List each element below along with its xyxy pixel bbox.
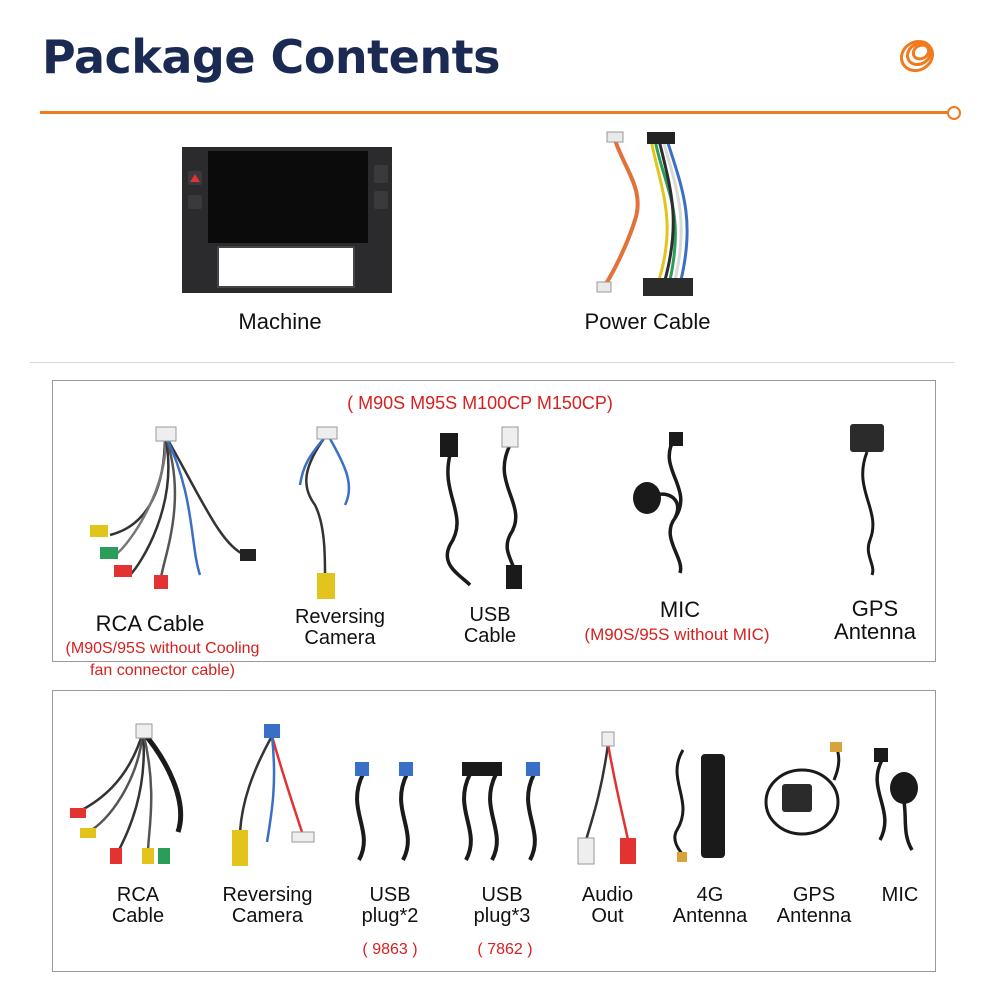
mic-note: (M90S/95S without MIC) (584, 625, 770, 644)
models-note: ( M90S M95S M100CP M150CP) (347, 393, 613, 413)
reversing-camera-2-image (232, 724, 315, 866)
usb-cable-image (440, 426, 522, 589)
usb-plug-3-label: USB plug*3 (473, 884, 531, 927)
reversing-camera-2-label: Reversing Camera (222, 884, 313, 927)
rca-cable-image (90, 426, 256, 589)
page-title: Package Contents (42, 30, 500, 84)
rca-cable-2-image (70, 723, 184, 864)
4g-antenna-label: 4G Antenna (672, 884, 748, 927)
usb-cable-label: USB Cable (463, 604, 517, 647)
mic-label: MIC (659, 597, 701, 622)
power-cable-image (596, 131, 693, 296)
gps-antenna-image (850, 424, 884, 576)
usb-plug-2-image (355, 762, 413, 861)
audio-out-label: Audio Out (581, 884, 634, 927)
mic-2-image (874, 748, 918, 851)
4g-antenna-image (673, 749, 725, 862)
mic-2-label: MIC (881, 884, 919, 906)
accessories-box-1 (52, 380, 936, 662)
gps-antenna-2-image (764, 742, 842, 836)
rca-cable-label: RCA Cable (95, 611, 205, 636)
divider-end-circle (947, 106, 961, 120)
power-cable-label: Power Cable (584, 309, 711, 334)
orange-ring-logo-icon (899, 39, 935, 73)
gps-antenna-2-label: GPS Antenna (776, 884, 852, 927)
machine-label: Machine (238, 309, 322, 334)
rca-cable-note: (M90S/95S without Cooling fan connector … (65, 640, 260, 679)
audio-out-image (577, 731, 636, 865)
reversing-camera-label: Reversing Camera (294, 606, 386, 649)
usb-plug-2-label: USB plug*2 (361, 884, 419, 927)
usb-plug-3-note: ( 7862 ) (477, 941, 533, 958)
reversing-camera-image (298, 426, 351, 599)
usb-plug-3-image (462, 762, 540, 861)
section-separator (30, 362, 955, 363)
machine-head-unit-image (182, 147, 392, 293)
gps-antenna-label: GPS Antenna (834, 596, 916, 645)
rca-cable-2-label: RCA Cable (111, 884, 165, 927)
usb-plug-2-note: ( 9863 ) (362, 941, 418, 958)
mic-image (633, 432, 683, 574)
header-divider (40, 111, 952, 114)
